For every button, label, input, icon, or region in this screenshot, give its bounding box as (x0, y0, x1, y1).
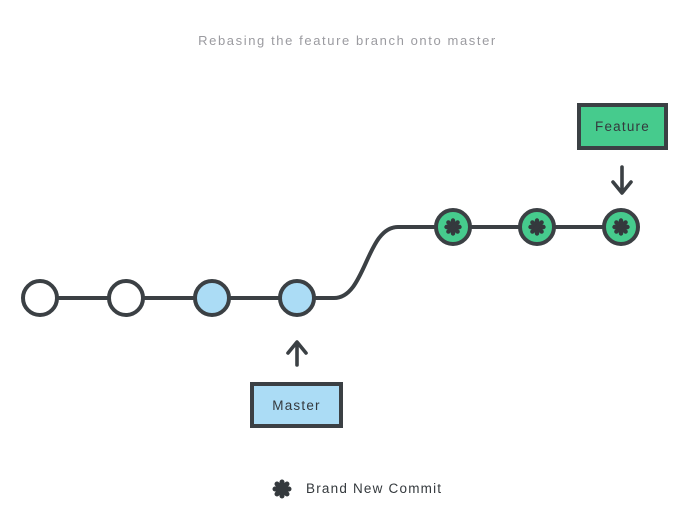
master-branch-label: Master (250, 382, 343, 428)
master-arrow-up-icon (286, 340, 308, 367)
branch-path (38, 225, 623, 300)
new-commit-icon (615, 221, 628, 234)
diagram-title: Rebasing the feature branch onto master (198, 33, 497, 48)
commit-node-master-1 (193, 279, 231, 317)
commit-node-old-2 (107, 279, 145, 317)
master-branch-label-text: Master (272, 397, 321, 413)
legend: Brand New Commit (271, 476, 442, 501)
commit-node-old-1 (21, 279, 59, 317)
new-commit-icon (531, 221, 544, 234)
brand-new-commit-icon (272, 479, 292, 498)
feature-branch-label: Feature (577, 103, 668, 150)
feature-branch-label-text: Feature (595, 119, 650, 134)
feature-arrow-down-icon (611, 165, 633, 195)
new-commit-icon (447, 221, 460, 234)
commit-node-master-2 (278, 279, 316, 317)
legend-label: Brand New Commit (306, 481, 443, 496)
